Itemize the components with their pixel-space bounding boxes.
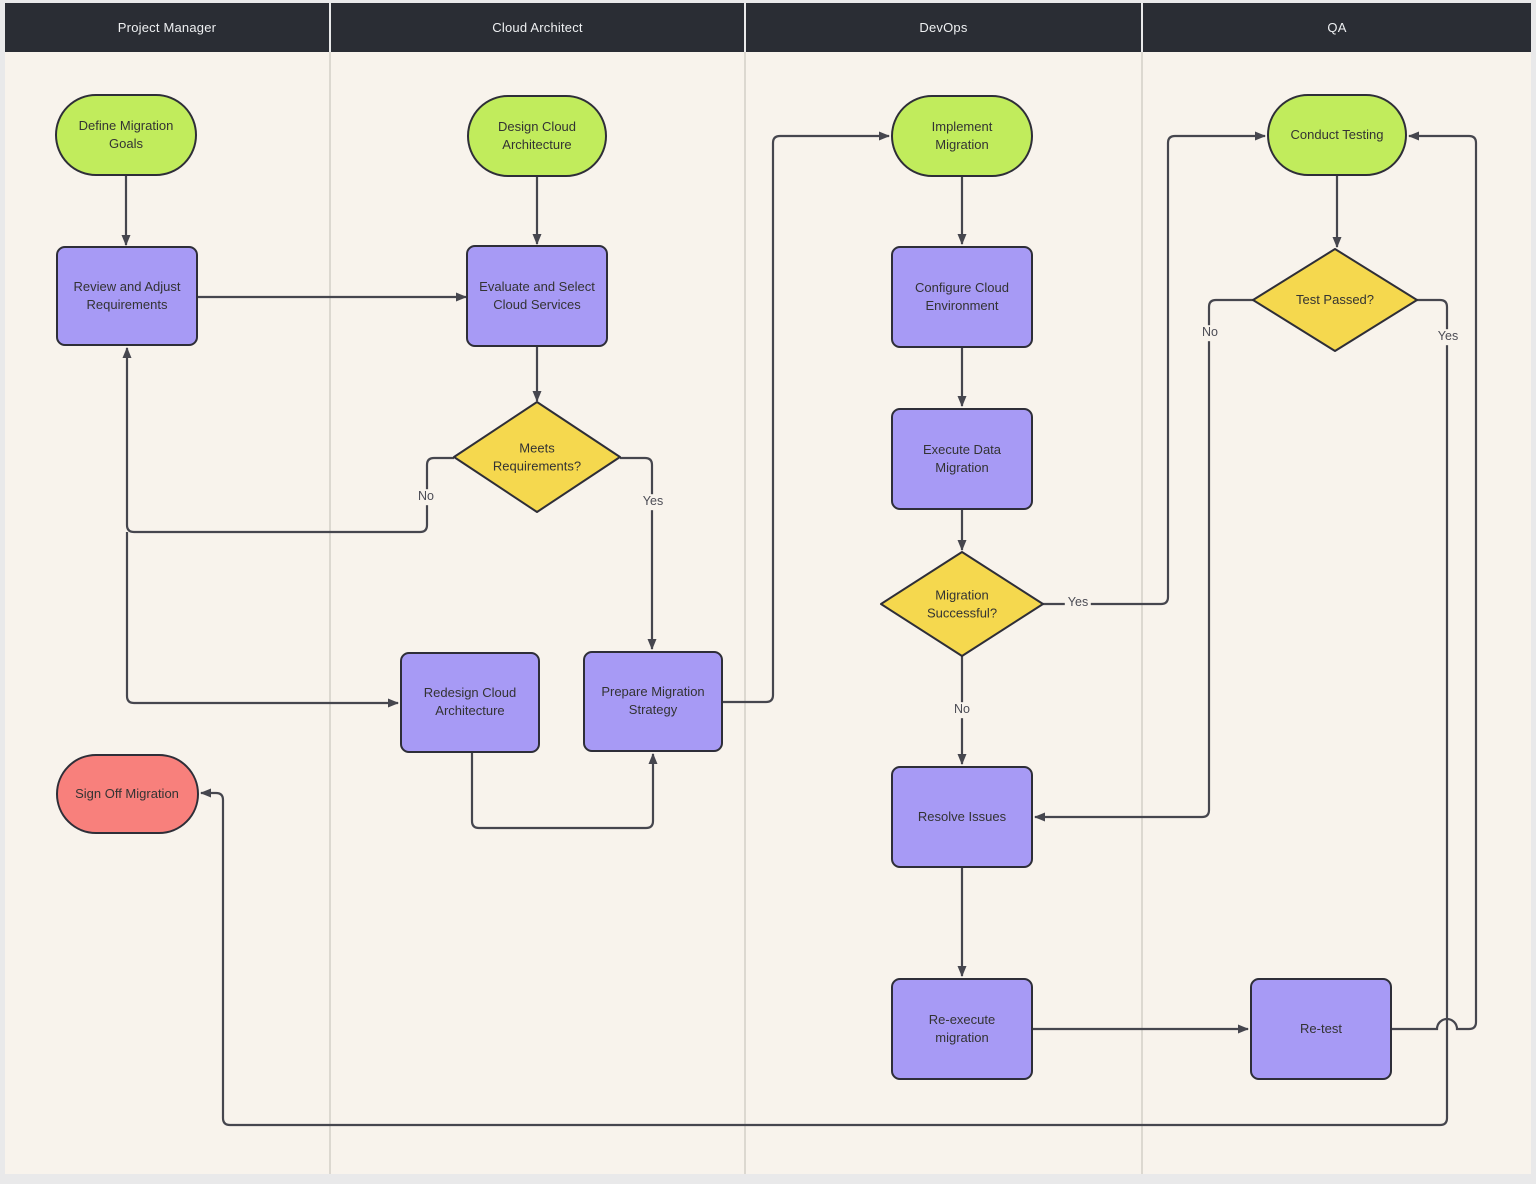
- node-sign-off: Sign Off Migration: [55, 754, 199, 834]
- node-conduct-testing: Conduct Testing: [1267, 94, 1407, 176]
- edge-label-migration-yes-to-test: Yes: [1064, 595, 1092, 611]
- edge-label-meets-no-to-review: No: [415, 489, 437, 505]
- node-re-test: Re-test: [1250, 978, 1392, 1080]
- node-evaluate-select: Evaluate and Select Cloud Services: [466, 245, 608, 347]
- edge-review-to-redesign: [125, 532, 399, 708]
- node-prepare: Prepare Migration Strategy: [583, 650, 723, 752]
- lane-header-project-manager: Project Manager: [5, 3, 329, 52]
- edge-label-migration-no-to-resolve: No: [951, 702, 973, 718]
- edge-meets-no-to-review: [122, 347, 454, 534]
- node-test-passed: [1252, 248, 1418, 352]
- edge-meets-yes-to-prepare: [620, 456, 657, 650]
- node-configure: Configure Cloud Environment: [891, 246, 1033, 348]
- lane-header-qa: QA: [1143, 3, 1531, 52]
- node-re-execute: Re-execute migration: [891, 978, 1033, 1080]
- node-migration-ok: [880, 551, 1044, 657]
- edge-retest-to-conduct: [1392, 131, 1478, 1031]
- edge-testpassed-yes-to-signoff: [200, 298, 1449, 1127]
- node-review-adjust: Review and Adjust Requirements: [56, 246, 198, 346]
- edge-prepare-to-implement: [723, 131, 890, 704]
- node-design-cloud: Design Cloud Architecture: [467, 95, 607, 177]
- edge-migration-yes-to-test: [1043, 131, 1266, 606]
- lane-header-devops: DevOps: [746, 3, 1141, 52]
- lane-divider: [744, 52, 746, 1174]
- lane-header-cloud-architect: Cloud Architect: [331, 3, 744, 52]
- node-implement: Implement Migration: [891, 95, 1033, 177]
- node-meets-requirements: [453, 401, 621, 513]
- edge-label-testpassed-no-to-resolve: No: [1199, 325, 1221, 341]
- lane-divider: [329, 52, 331, 1174]
- edge-testpassed-no-to-resolve: [1034, 298, 1253, 822]
- lane-divider: [1141, 52, 1143, 1174]
- edge-label-testpassed-yes-to-signoff: Yes: [1434, 329, 1462, 345]
- node-execute-data: Execute Data Migration: [891, 408, 1033, 510]
- node-define-goals: Define Migration Goals: [55, 94, 197, 176]
- edge-label-meets-yes-to-prepare: Yes: [639, 494, 667, 510]
- node-resolve-issues: Resolve Issues: [891, 766, 1033, 868]
- edge-redesign-to-prepare: [470, 753, 658, 830]
- node-redesign: Redesign Cloud Architecture: [400, 651, 540, 753]
